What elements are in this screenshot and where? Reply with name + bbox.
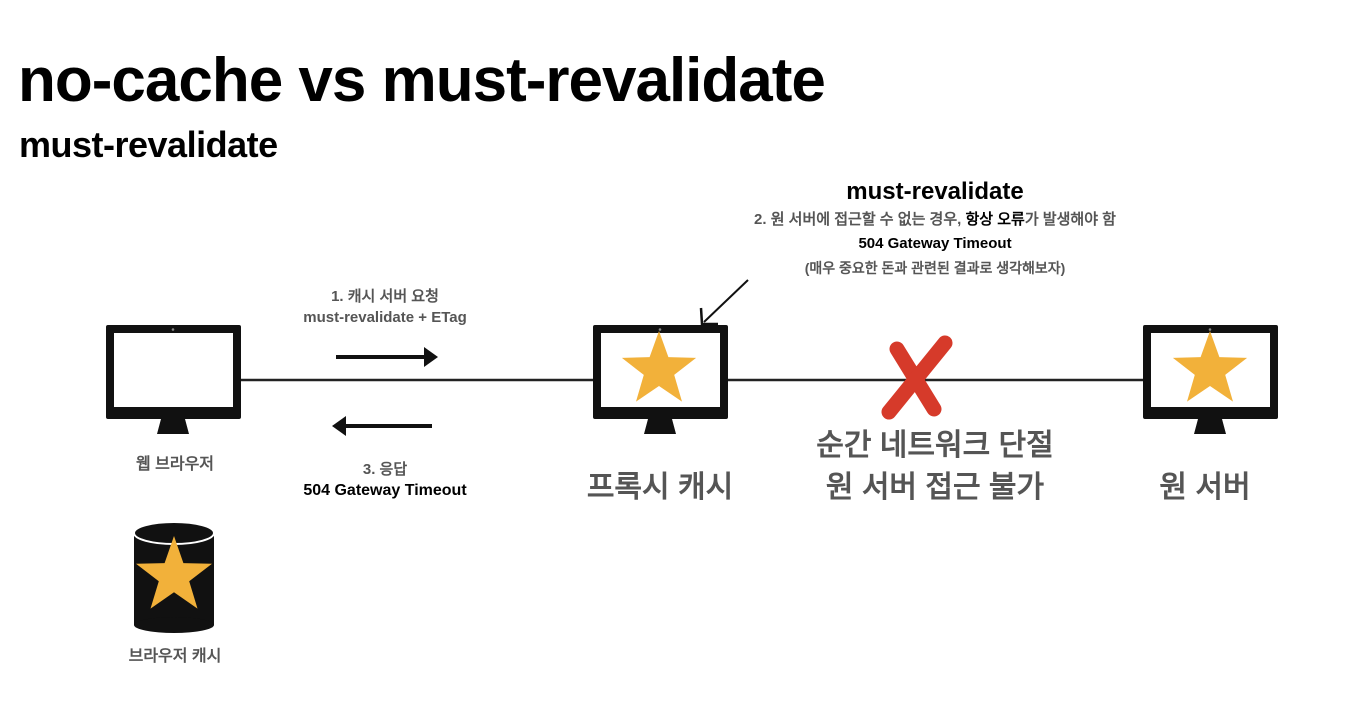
browser-monitor-icon — [106, 325, 241, 434]
cache-star-icon — [621, 331, 697, 402]
response-arrow-icon — [332, 416, 432, 436]
proxy-cache-monitor-icon — [593, 325, 728, 434]
note-line1-suffix: 가 발생해야 함 — [1024, 211, 1116, 228]
proxy-cache-label: 프록시 캐시 — [586, 471, 734, 504]
slide-subtitle: must-revalidate — [19, 124, 278, 165]
request-arrow-icon — [336, 347, 438, 367]
browser-cache-star-icon — [136, 536, 212, 609]
browser-cache-label: 브라우저 캐시 — [128, 648, 222, 665]
pointer-arrow-icon — [699, 279, 749, 326]
origin-server-label: 원 서버 — [1159, 471, 1251, 504]
note-line1-emphasis: 항상 오류 — [965, 211, 1025, 228]
origin-star-icon — [1172, 331, 1248, 402]
browser-label: 웹 브라우저 — [135, 456, 215, 473]
disconnect-label-2: 원 서버 접근 불가 — [825, 471, 1045, 504]
request-headers-label: must-revalidate + ETag — [303, 309, 467, 326]
note-line1-prefix: 2. 원 서버에 접근할 수 없는 경우, — [754, 211, 966, 228]
request-step-label: 1. 캐시 서버 요청 — [331, 288, 439, 305]
response-step-label: 3. 응답 — [362, 461, 408, 478]
browser-cache-database-icon — [133, 521, 215, 633]
slide-title: no-cache vs must-revalidate — [18, 46, 826, 115]
note-remark: (매우 중요한 돈과 관련된 결과로 생각해보자) — [804, 260, 1066, 276]
note-line1: 2. 원 서버에 접근할 수 없는 경우, 항상 오류가 발생해야 함 — [650, 208, 1220, 229]
disconnect-label-1: 순간 네트워크 단절 — [816, 429, 1054, 462]
note-status: 504 Gateway Timeout — [858, 235, 1012, 252]
origin-server-monitor-icon — [1143, 325, 1278, 434]
note-title: must-revalidate — [846, 178, 1024, 205]
network-failure-cross-icon — [881, 335, 953, 420]
response-status-label: 504 Gateway Timeout — [303, 482, 467, 499]
